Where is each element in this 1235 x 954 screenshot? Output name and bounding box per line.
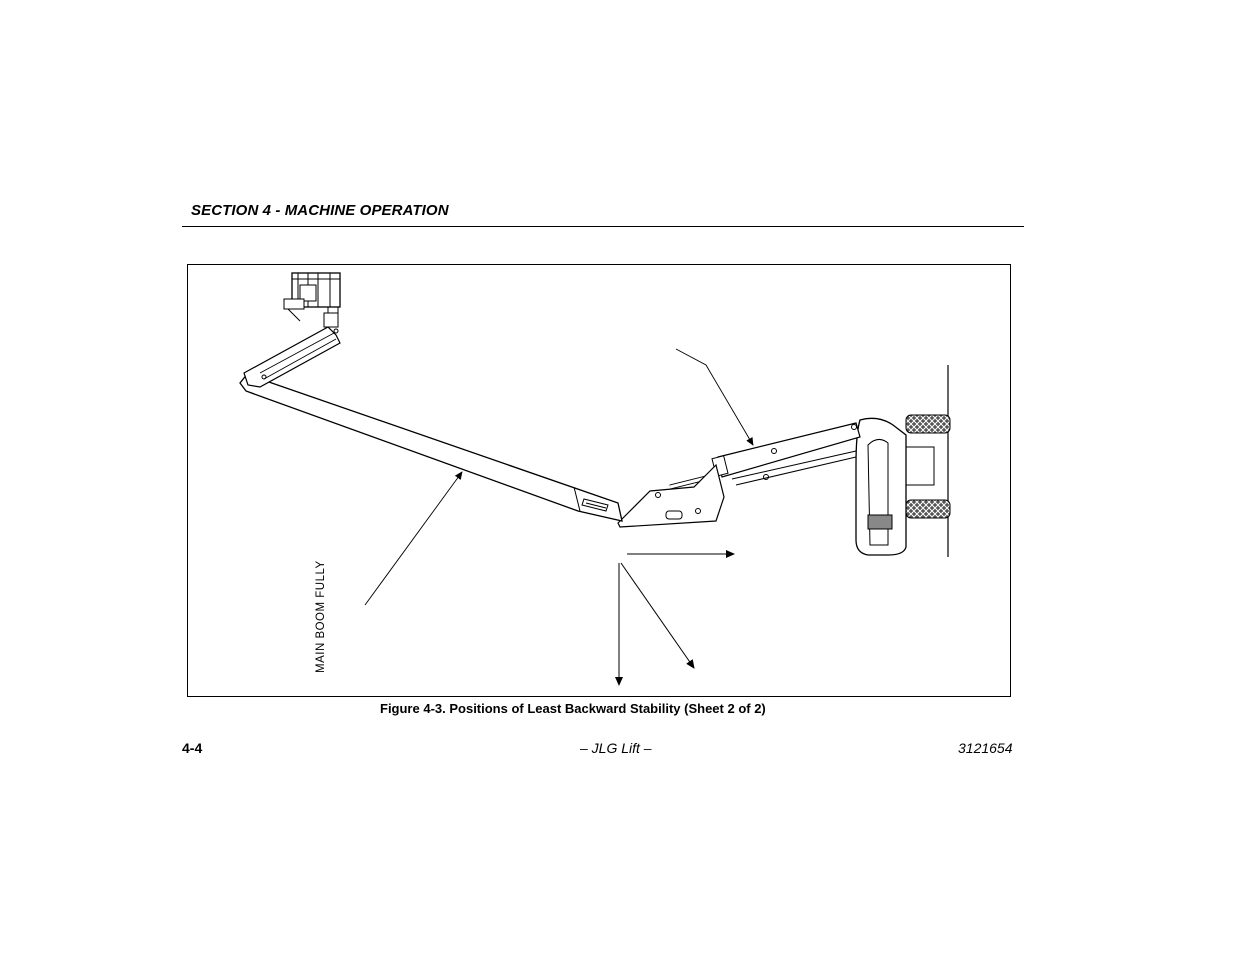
rotator	[323, 304, 339, 328]
page-number: 4-4	[182, 740, 203, 756]
tower-boom	[669, 422, 861, 490]
boom-lift-diagram: MAIN BOOM FULLY	[239, 272, 951, 686]
tower-boom-callout-arrow	[675, 348, 754, 446]
figure-caption: Figure 4-3. Positions of Least Backward …	[380, 701, 766, 716]
main-boom-callout-arrow	[364, 471, 463, 606]
diagonal-direction-arrow	[620, 562, 695, 669]
section-title: SECTION 4 - MACHINE OPERATION	[191, 202, 449, 219]
footer-brand: – JLG Lift –	[580, 740, 652, 756]
tire-lower	[905, 499, 951, 519]
tire-upper	[905, 414, 951, 434]
jib-boom	[243, 326, 341, 388]
figure-frame: MAIN BOOM FULLY	[187, 264, 1011, 697]
turntable	[855, 417, 907, 556]
riser	[617, 463, 725, 528]
main-boom	[239, 372, 623, 522]
header-divider	[182, 226, 1024, 227]
document-number: 3121654	[958, 740, 1013, 756]
main-boom-label: MAIN BOOM FULLY	[315, 560, 327, 673]
platform-basket	[283, 272, 341, 322]
